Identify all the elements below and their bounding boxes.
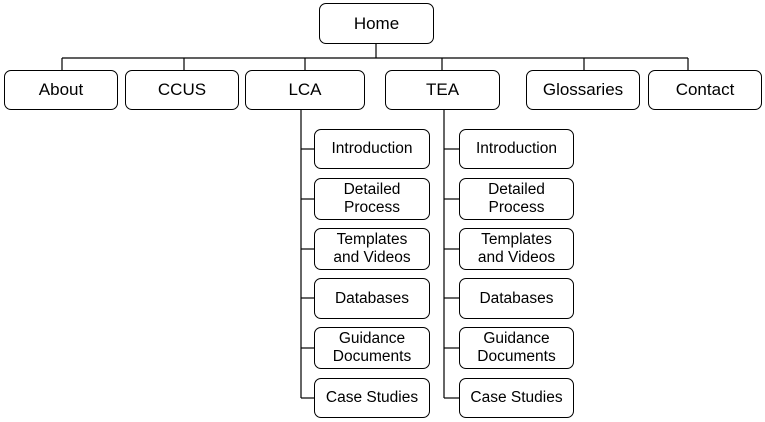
lca-introduction-node[interactable]: Introduction xyxy=(314,129,430,169)
about-node[interactable]: About xyxy=(4,70,118,110)
contact-node[interactable]: Contact xyxy=(648,70,762,110)
tea-guidance-documents-node[interactable]: Guidance Documents xyxy=(459,327,574,369)
tea-introduction-node[interactable]: Introduction xyxy=(459,129,574,169)
tea-templates-videos-node[interactable]: Templates and Videos xyxy=(459,228,574,270)
lca-templates-videos-node[interactable]: Templates and Videos xyxy=(314,228,430,270)
home-node[interactable]: Home xyxy=(319,3,434,44)
tea-databases-node[interactable]: Databases xyxy=(459,278,574,319)
lca-node[interactable]: LCA xyxy=(245,70,365,110)
lca-databases-node[interactable]: Databases xyxy=(314,278,430,319)
tea-detailed-process-node[interactable]: Detailed Process xyxy=(459,178,574,220)
lca-case-studies-node[interactable]: Case Studies xyxy=(314,378,430,418)
tea-node[interactable]: TEA xyxy=(385,70,500,110)
lca-detailed-process-node[interactable]: Detailed Process xyxy=(314,178,430,220)
lca-guidance-documents-node[interactable]: Guidance Documents xyxy=(314,327,430,369)
tea-case-studies-node[interactable]: Case Studies xyxy=(459,378,574,418)
glossaries-node[interactable]: Glossaries xyxy=(526,70,640,110)
ccus-node[interactable]: CCUS xyxy=(125,70,239,110)
